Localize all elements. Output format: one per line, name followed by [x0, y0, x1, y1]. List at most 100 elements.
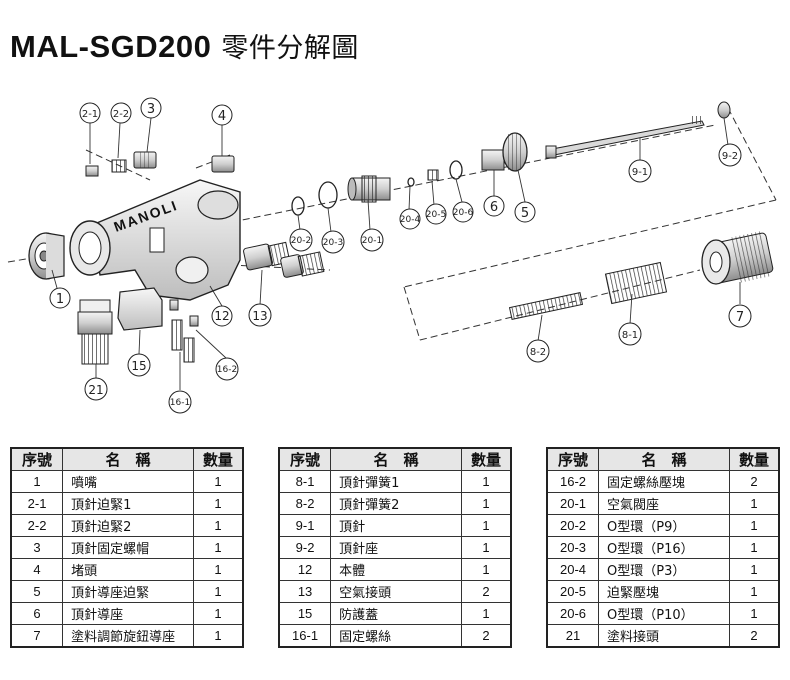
callout-circles — [49, 97, 752, 414]
header-qty: 數量 — [460, 447, 512, 471]
callout-4: 4 — [218, 109, 226, 124]
part-no: 20-3 — [546, 536, 600, 559]
part-qty: 1 — [728, 514, 780, 537]
part-no: 20-2 — [546, 514, 600, 537]
callout-20-3: 20-3 — [323, 238, 343, 248]
header-name: 名 稱 — [598, 447, 730, 471]
part-name: 迫緊壓塊 — [598, 580, 730, 603]
header-no: 序號 — [278, 447, 332, 471]
part-no: 9-1 — [278, 514, 332, 537]
callout-21: 21 — [88, 383, 103, 397]
packing-block-part — [427, 169, 439, 181]
part-name: 塗料調節旋鈕導座 — [62, 624, 194, 648]
part-name: O型環（P9） — [598, 514, 730, 537]
callout-3: 3 — [147, 102, 155, 117]
plug-part — [211, 155, 235, 173]
header-no: 序號 — [10, 447, 64, 471]
header-qty: 數量 — [192, 447, 244, 471]
part-name: 頂針座 — [330, 536, 462, 559]
nozzle-part — [28, 232, 65, 280]
part-qty: 1 — [728, 536, 780, 559]
fixing-screw-parts — [169, 299, 199, 363]
part-name: 頂針彈簧1 — [330, 470, 462, 493]
part-no: 6 — [10, 602, 64, 625]
header-qty: 數量 — [728, 447, 780, 471]
leader-lines — [51, 117, 741, 390]
part-qty: 1 — [192, 602, 244, 625]
callout-20-2: 20-2 — [291, 236, 311, 246]
part-name: O型環（P3） — [598, 558, 730, 581]
air-valve-seat-part — [347, 175, 391, 203]
part-no: 1 — [10, 470, 64, 493]
part-name: 頂針迫緊2 — [62, 514, 194, 537]
part-no: 16-2 — [546, 470, 600, 493]
part-no: 7 — [10, 624, 64, 648]
paint-fitting-part — [77, 299, 113, 365]
part-name: O型環（P10） — [598, 602, 730, 625]
part-no: 16-1 — [278, 624, 332, 648]
model-name: MAL-SGD200 — [10, 29, 212, 64]
needle-guide-part — [481, 132, 528, 172]
part-no: 20-1 — [546, 492, 600, 515]
part-no: 12 — [278, 558, 332, 581]
part-name: 空氣閥座 — [598, 492, 730, 515]
gun-body-part: MANOLI — [69, 179, 241, 301]
part-name: 頂針迫緊1 — [62, 492, 194, 515]
part-no: 2-2 — [10, 514, 64, 537]
callout-20-1: 20-1 — [362, 236, 382, 246]
callout-8-1: 8-1 — [622, 330, 638, 341]
part-name: 噴嘴 — [62, 470, 194, 493]
callout-13: 13 — [252, 309, 267, 323]
exploded-view-diagram: MANOLI — [7, 97, 777, 414]
part-no: 8-2 — [278, 492, 332, 515]
callout-2-2: 2-2 — [113, 109, 129, 120]
part-qty: 1 — [192, 492, 244, 515]
callout-5: 5 — [521, 206, 529, 221]
callout-8-2: 8-2 — [530, 347, 546, 358]
part-qty: 2 — [728, 470, 780, 493]
spring-part-8-2 — [508, 292, 584, 320]
table-header-row: 序號 名 稱 數量 — [10, 447, 244, 471]
callout-7: 7 — [736, 310, 744, 325]
part-name: 頂針固定螺帽 — [62, 536, 194, 559]
part-name: 堵頭 — [62, 558, 194, 581]
part-name: 塗料接頭 — [598, 624, 730, 648]
part-qty: 1 — [460, 558, 512, 581]
part-no: 20-5 — [546, 580, 600, 603]
callout-9-1: 9-1 — [632, 167, 648, 178]
spring-part-8-1 — [604, 261, 668, 305]
callout-16-2: 16-2 — [217, 365, 237, 375]
part-qty: 1 — [460, 470, 512, 493]
air-fitting-parts — [243, 241, 325, 278]
part-qty: 1 — [192, 470, 244, 493]
part-no: 13 — [278, 580, 332, 603]
callout-6: 6 — [490, 200, 498, 215]
part-name: O型環（P16） — [598, 536, 730, 559]
part-qty: 2 — [460, 580, 512, 603]
part-name: 空氣接頭 — [330, 580, 462, 603]
part-qty: 1 — [192, 514, 244, 537]
packing-parts-2-3 — [85, 151, 157, 177]
part-no: 8-1 — [278, 470, 332, 493]
part-qty: 1 — [192, 624, 244, 648]
part-qty: 1 — [460, 602, 512, 625]
part-no: 20-4 — [546, 558, 600, 581]
knob-guide-part — [701, 231, 774, 285]
needle-seat-part — [717, 101, 731, 119]
